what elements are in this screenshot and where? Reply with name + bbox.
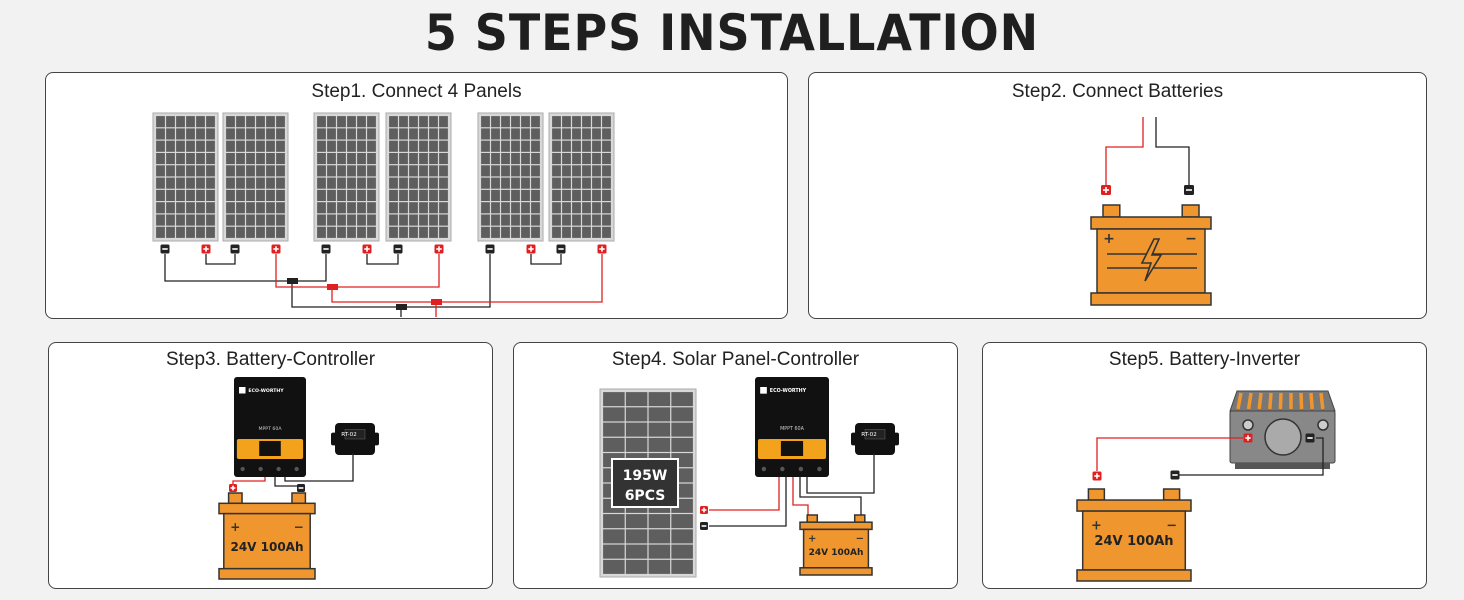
positive-wire bbox=[1096, 437, 1243, 471]
negative-terminal-icon bbox=[297, 484, 305, 492]
panel-badge-count: 6PCS bbox=[625, 488, 666, 504]
negative-terminal-icon bbox=[700, 522, 708, 530]
negative-terminal-icon bbox=[1305, 433, 1315, 443]
negative-terminal-icon bbox=[393, 244, 403, 254]
step5-panel: Step5. Battery-Inverter +−24V 100Ah bbox=[982, 342, 1427, 589]
series-wire bbox=[530, 254, 562, 265]
positive-terminal-icon bbox=[434, 244, 444, 254]
negative-wire bbox=[1175, 437, 1324, 476]
negative-terminal-icon bbox=[230, 244, 240, 254]
solar-panel-icon bbox=[152, 112, 219, 242]
battery-icon: +− bbox=[799, 514, 873, 576]
step3-title: Step3. Battery-Controller bbox=[165, 349, 376, 370]
negative-wire bbox=[164, 254, 327, 282]
step4-panel: Step4. Solar Panel-Controller 195W 6PCS EC… bbox=[513, 342, 958, 589]
positive-terminal-icon bbox=[526, 244, 536, 254]
positive-wire bbox=[1105, 117, 1144, 185]
battery-plus-sign: + bbox=[1103, 231, 1115, 247]
pv-negative-wire bbox=[709, 477, 787, 527]
mc4-branch-connector-icon bbox=[431, 299, 442, 305]
series-wire bbox=[366, 254, 399, 265]
negative-terminal-icon bbox=[556, 244, 566, 254]
charge-controller-icon: ECO-WORTHY MPPT 60A bbox=[234, 377, 306, 477]
negative-terminal-icon bbox=[485, 244, 495, 254]
inverter-terminal-icon bbox=[1317, 419, 1329, 431]
positive-terminal-icon bbox=[201, 244, 211, 254]
positive-terminal-icon bbox=[597, 244, 607, 254]
controller-model: MPPT 60A bbox=[258, 426, 282, 432]
positive-wire bbox=[275, 254, 440, 288]
negative-terminal-icon bbox=[321, 244, 331, 254]
step1-diagram bbox=[152, 112, 615, 317]
positive-terminal-icon bbox=[1243, 433, 1253, 443]
mc4-branch-connector-icon bbox=[287, 278, 298, 284]
step2-panel: Step2. Connect Batteries +− bbox=[808, 72, 1427, 319]
remote-label: RT-02 bbox=[861, 432, 877, 438]
positive-terminal-icon bbox=[229, 484, 237, 492]
step5-title: Step5. Battery-Inverter bbox=[1108, 349, 1301, 370]
inverter-icon bbox=[1229, 390, 1336, 469]
solar-panel-icon bbox=[385, 112, 452, 242]
step2-diagram: +− bbox=[1090, 117, 1212, 306]
controller-brand: ECO-WORTHY bbox=[248, 388, 284, 394]
step4-title: Step4. Solar Panel-Controller bbox=[611, 349, 860, 370]
remote-cable bbox=[284, 453, 354, 482]
battery-label: 24V 100Ah bbox=[230, 540, 303, 554]
battery-label: 24V 100Ah bbox=[1094, 534, 1173, 549]
positive-terminal-icon bbox=[1092, 471, 1102, 481]
solar-panel-icon bbox=[477, 112, 544, 242]
controller-model: MPPT 60A bbox=[780, 426, 804, 432]
battery-plus-sign: + bbox=[1091, 518, 1102, 533]
negative-wire bbox=[291, 254, 491, 308]
page-title: 5 STEPS INSTALLATION bbox=[424, 4, 1040, 62]
negative-terminal-icon bbox=[1170, 470, 1180, 480]
controller-brand: ECO-WORTHY bbox=[770, 388, 807, 394]
battery-icon: +− bbox=[1076, 488, 1192, 582]
battery-negative-wire bbox=[799, 477, 862, 517]
negative-terminal-icon bbox=[160, 244, 170, 254]
remote-meter-icon: RT-02 bbox=[851, 423, 899, 455]
panel-badge-wattage: 195W bbox=[623, 468, 668, 484]
panel-badge-box bbox=[611, 458, 679, 508]
step2-title: Step2. Connect Batteries bbox=[1011, 81, 1224, 102]
battery-plus-sign: + bbox=[230, 520, 240, 534]
positive-terminal-icon bbox=[362, 244, 372, 254]
step3-panel: Step3. Battery-Controller ECO-WORTHY MPPT… bbox=[48, 342, 493, 589]
positive-wire bbox=[331, 254, 603, 303]
battery-minus-sign: − bbox=[1166, 518, 1177, 533]
inverter-fins bbox=[1229, 390, 1336, 412]
battery-minus-sign: − bbox=[856, 533, 864, 544]
solar-panel-icon bbox=[548, 112, 615, 242]
remote-label: RT-02 bbox=[341, 432, 357, 438]
step1-title: Step1. Connect 4 Panels bbox=[311, 81, 522, 102]
inverter-terminal-icon bbox=[1242, 419, 1254, 431]
negative-terminal-icon bbox=[1184, 185, 1194, 195]
series-wire bbox=[205, 254, 236, 265]
positive-terminal-icon bbox=[1101, 185, 1111, 195]
positive-wire bbox=[232, 477, 266, 489]
step5-diagram: +−24V 100Ah bbox=[1076, 390, 1336, 582]
pv-positive-wire bbox=[709, 477, 780, 511]
battery-icon: +− bbox=[218, 492, 316, 580]
step1-panel: Step1. Connect 4 Panels bbox=[45, 72, 788, 319]
solar-panel-icon bbox=[313, 112, 380, 242]
battery-minus-sign: − bbox=[294, 520, 304, 534]
mc4-branch-connector-icon bbox=[396, 304, 407, 310]
positive-terminal-icon bbox=[700, 506, 708, 514]
charge-controller-icon: ECO-WORTHY MPPT 60A bbox=[755, 377, 829, 477]
lightning-bolt-icon bbox=[1140, 238, 1163, 282]
mc4-branch-connector-icon bbox=[327, 284, 338, 290]
positive-terminal-icon bbox=[271, 244, 281, 254]
remote-cable bbox=[806, 453, 875, 494]
battery-plus-sign: + bbox=[808, 533, 816, 544]
inverter-fan-icon bbox=[1264, 418, 1302, 456]
negative-wire bbox=[1155, 117, 1190, 185]
battery-positive-wire bbox=[792, 477, 809, 517]
remote-meter-icon: RT-02 bbox=[331, 423, 379, 455]
solar-panel-icon bbox=[222, 112, 289, 242]
battery-label: 24V 100Ah bbox=[809, 548, 864, 558]
battery-minus-sign: − bbox=[1185, 231, 1197, 247]
